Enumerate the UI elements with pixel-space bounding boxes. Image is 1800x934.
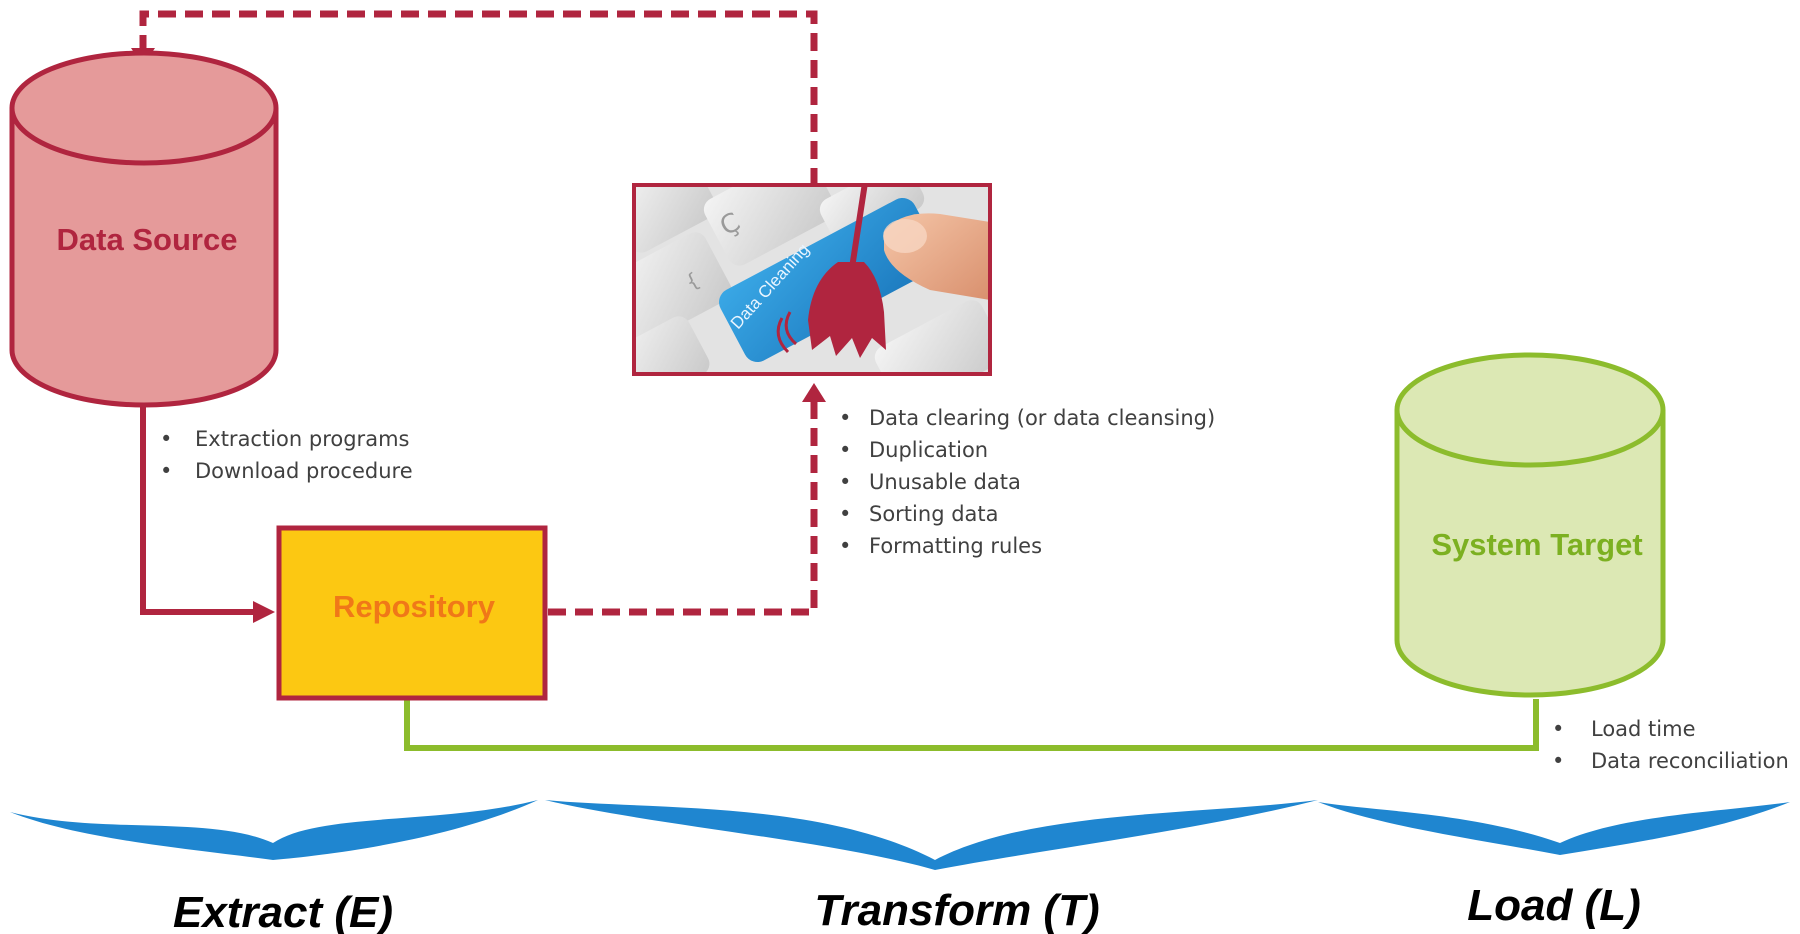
extract-arrowhead [253,601,275,623]
data-source-cylinder: Data Source [9,50,279,408]
list-item: Load time [1591,717,1696,741]
transform-connector [548,400,818,616]
load-bullet-list: • Load time • Data reconciliation [1552,717,1789,773]
list-item: Extraction programs [195,427,409,451]
transform-arrowhead [802,383,826,402]
system-target-cylinder: System Target [1394,352,1666,698]
data-source-label: Data Source [57,222,238,257]
list-item: Sorting data [869,502,999,526]
phase-label-load: Load (L) [1467,881,1641,930]
broom-icon [776,185,886,358]
svg-text:•: • [839,470,851,494]
extract-connector [140,406,255,615]
list-item: Duplication [869,438,988,462]
load-connector [404,699,1539,751]
svg-text:•: • [839,534,851,558]
svg-text:•: • [839,438,851,462]
list-item: Formatting rules [869,534,1042,558]
list-item: Unusable data [869,470,1021,494]
repository-box: Repository [276,525,548,701]
system-target-label: System Target [1431,527,1642,562]
feedback-connector [139,10,818,186]
list-item: Data clearing (or data cleansing) [869,406,1215,430]
keyboard-photo: Ç { Data Cleaning [634,185,990,374]
phase-label-extract: Extract (E) [173,888,393,934]
wave-brace-icon [10,800,1790,870]
list-item: Data reconciliation [1591,749,1789,773]
extract-bullet-list: • Extraction programs • Download procedu… [160,427,413,483]
svg-text:•: • [839,502,851,526]
phase-label-transform: Transform (T) [814,886,1099,934]
svg-text:•: • [839,406,851,430]
svg-text:•: • [1552,717,1564,741]
svg-text:•: • [1552,749,1564,773]
transform-bullet-list: • Data clearing (or data cleansing) • Du… [839,406,1215,558]
transform-wave [545,800,1318,870]
data-cleaning-image: Ç { Data Cleaning [632,183,992,376]
load-wave [1318,802,1790,855]
repository-label: Repository [333,589,496,624]
list-item: Download procedure [195,459,413,483]
svg-text:•: • [160,427,172,451]
svg-text:•: • [160,459,172,483]
extract-wave [10,800,538,860]
